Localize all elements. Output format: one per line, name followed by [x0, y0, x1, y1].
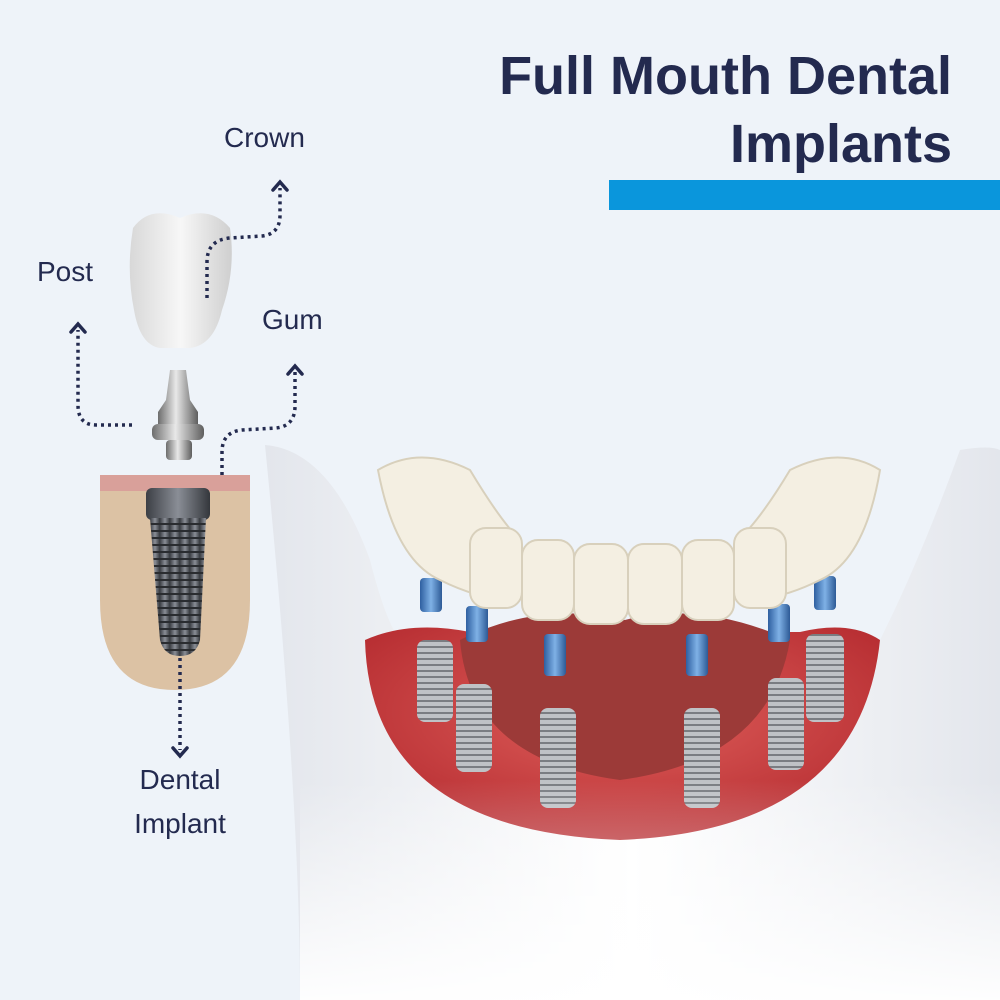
label-implant-line-2: Implant [134, 808, 226, 839]
label-dental-implant: Dental Implant [100, 758, 260, 846]
abutments-blue [420, 576, 836, 676]
crown-illustration [129, 213, 232, 348]
page-title: Full Mouth Dental Implants [499, 42, 952, 178]
label-gum: Gum [262, 304, 323, 335]
bone-gum-illustration [100, 475, 250, 690]
title-accent-bar [609, 180, 1000, 210]
label-crown: Crown [224, 122, 305, 153]
label-implant-line-1: Dental [139, 764, 221, 795]
denture-teeth [376, 456, 882, 625]
leader-lines [76, 188, 297, 750]
title-line-2: Implants [729, 114, 952, 174]
arrowheads [69, 179, 304, 759]
post-abutment-illustration [152, 370, 204, 460]
title-line-1: Full Mouth Dental [499, 46, 952, 106]
label-post: Post [37, 256, 94, 287]
jaw-fade [300, 780, 1000, 1000]
